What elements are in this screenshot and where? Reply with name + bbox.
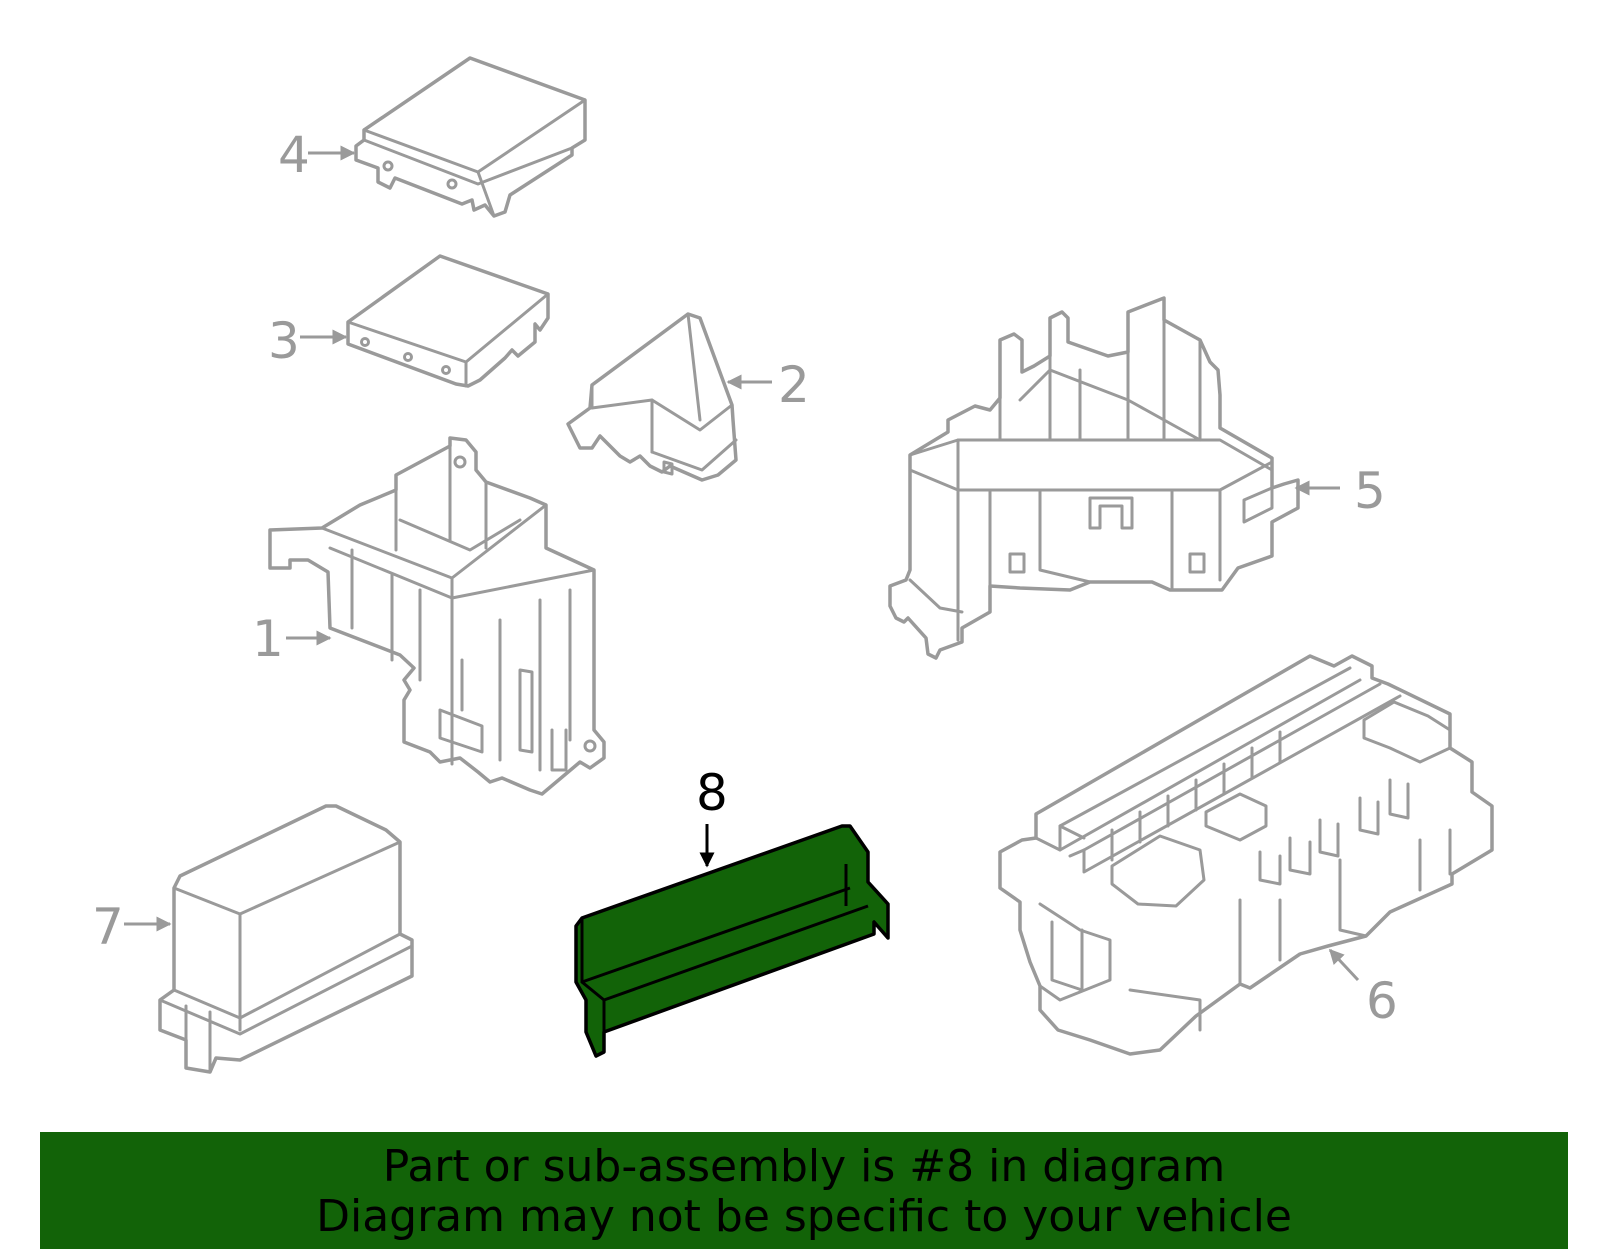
part-8-cover-highlighted <box>574 824 890 1058</box>
banner-line-2: Diagram may not be specific to your vehi… <box>316 1191 1292 1242</box>
part-2-bracket <box>566 312 738 482</box>
banner-line-1: Part or sub-assembly is #8 in diagram <box>382 1141 1226 1192</box>
arrow-6 <box>1328 948 1360 982</box>
callout-5: 5 <box>1354 462 1386 520</box>
callout-6: 6 <box>1366 972 1398 1030</box>
part-3-module <box>346 254 550 388</box>
part-1-bracket <box>268 436 606 796</box>
part-6-fuse-box <box>998 654 1494 1056</box>
part-4-cover <box>354 56 587 218</box>
callout-3: 3 <box>268 312 300 370</box>
callout-7: 7 <box>92 898 124 956</box>
disclaimer-banner: Part or sub-assembly is #8 in diagram Di… <box>40 1132 1568 1249</box>
part-7-relay <box>158 804 414 1074</box>
callout-1: 1 <box>252 610 284 668</box>
callout-4: 4 <box>278 126 310 184</box>
part-5-bracket <box>888 296 1300 660</box>
callout-2: 2 <box>778 356 810 414</box>
callout-8: 8 <box>696 764 728 822</box>
